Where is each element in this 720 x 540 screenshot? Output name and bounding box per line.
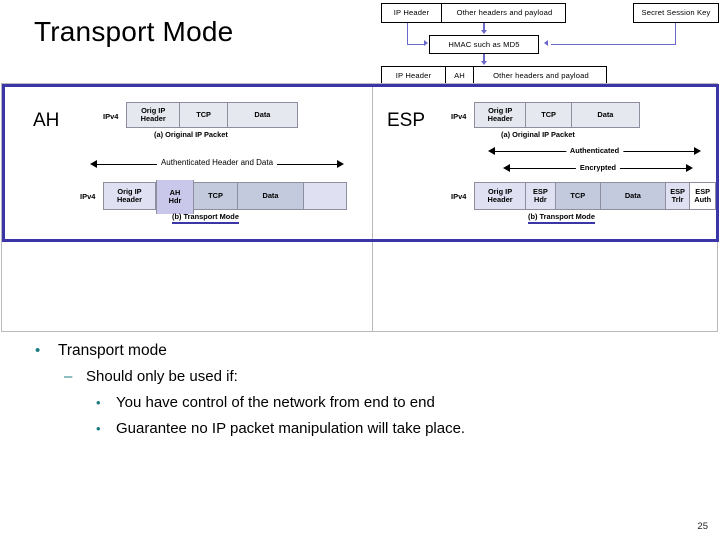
bullet-level1-text: Transport mode (58, 342, 167, 359)
ah-original-family-label: IPv4 (103, 112, 119, 121)
ah-transport-caption: (b) Transport Mode (172, 212, 239, 224)
bullet-marker-small-disc-icon-2: • (96, 421, 101, 436)
bullet-marker-disc-icon: • (35, 342, 41, 359)
esp-enc-arrow-head-right (686, 163, 693, 172)
ah-transport-family-label: IPv4 (80, 192, 96, 201)
bullet-level3-item-1: • You have control of the network from e… (28, 390, 688, 416)
table-horizontal-divider (2, 241, 717, 242)
esp-original-caption: (a) Original IP Packet (501, 130, 575, 139)
bullet-level3-text-1: You have control of the network from end… (116, 394, 435, 411)
ah-arrow-head-right (337, 159, 344, 168)
flow-arrow-into-hmac-right (544, 40, 548, 47)
bullet-level1-transport-mode: • Transport mode (28, 338, 688, 364)
esp-transport-caption: (b) Transport Mode (528, 212, 595, 224)
ah-transport-cell-data: Data (238, 183, 304, 209)
bullet-level2-should-only-be-used-if: – Should only be used if: (28, 364, 688, 390)
flow-top-payload: Other headers and payload (456, 8, 553, 18)
table-vertical-divider (372, 84, 373, 331)
esp-transport-cell-tcp: TCP (555, 183, 601, 209)
flow-top-ip-header: IP Header (382, 4, 442, 22)
flow-connector-key-horizontal (551, 43, 676, 45)
bullet-marker-small-disc-icon-1: • (96, 395, 101, 410)
flow-bottom-payload: Other headers and payload (493, 70, 589, 80)
flow-connector-hmac-out (483, 54, 485, 62)
esp-enc-arrow-head-left (503, 163, 510, 172)
ah-arrow-head-left (90, 159, 97, 168)
esp-original-family-label: IPv4 (451, 112, 467, 121)
esp-original-cell-tcp: TCP (526, 103, 572, 127)
flow-arrow-into-hmac-left (424, 40, 428, 47)
ah-arrow-label: Authenticated Header and Data (156, 158, 278, 167)
esp-original-cell-data: Data (597, 109, 614, 119)
ah-original-caption: (a) Original IP Packet (154, 130, 228, 139)
ah-original-cell-tcp: TCP (180, 103, 228, 127)
esp-auth-arrow-head-right (694, 146, 701, 155)
esp-encrypted-arrow: Encrypted (503, 162, 693, 173)
esp-transport-cell-data: Data (600, 183, 666, 209)
ah-transport-cell-trailing (304, 183, 346, 209)
esp-authenticated-arrow: Authenticated (488, 145, 701, 156)
flow-arrow-into-hmac-top (480, 30, 487, 34)
flow-hmac-box: HMAC such as MD5 (429, 35, 539, 54)
ah-transport-cell-tcp: TCP (194, 183, 238, 209)
bullet-marker-dash-icon: – (64, 368, 73, 385)
flow-connector-ipheader-vertical (407, 23, 409, 44)
esp-panel-label: ESP (387, 110, 426, 131)
flow-bottom-ah: AH (446, 67, 474, 84)
bullet-level2-text: Should only be used if: (86, 368, 238, 385)
page-number: 25 (697, 521, 708, 532)
flow-top-packet: IP Header Other headers and payload (381, 3, 566, 23)
flow-bottom-ip-header: IP Header (382, 67, 446, 84)
flow-connector-ipheader-horizontal (407, 43, 424, 45)
page-title: Transport Mode (34, 16, 234, 47)
ah-authenticated-arrow: Authenticated Header and Data (90, 158, 344, 169)
esp-enc-arrow-label: Encrypted (575, 162, 621, 172)
ah-hmac-flow-diagram: IP Header Other headers and payload Secr… (381, 2, 719, 85)
esp-auth-arrow-label: Authenticated (565, 145, 624, 155)
flow-connector-payload-vertical (483, 23, 485, 31)
ah-original-cell-data: Data (254, 109, 271, 119)
esp-auth-arrow-head-left (488, 146, 495, 155)
bullet-list: • Transport mode – Should only be used i… (28, 338, 688, 442)
bullet-level3-item-2: • Guarantee no IP packet manipulation wi… (28, 416, 688, 442)
flow-secret-session-key: Secret Session Key (633, 3, 719, 23)
flow-connector-key-vertical (675, 23, 677, 44)
esp-transport-family-label: IPv4 (451, 192, 467, 201)
ah-panel-label: AH (33, 110, 60, 131)
bullet-level3-text-2: Guarantee no IP packet manipulation will… (116, 420, 466, 437)
flow-arrow-into-ah-field (480, 61, 487, 65)
